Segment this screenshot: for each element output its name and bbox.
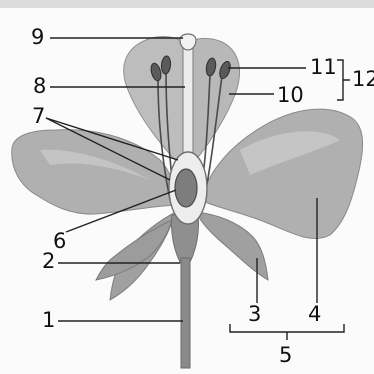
label-6: 6: [53, 231, 66, 252]
style: [183, 48, 193, 160]
label-9: 9: [31, 27, 44, 48]
label-12: 12: [352, 69, 374, 90]
label-8: 8: [33, 76, 46, 97]
label-4: 4: [308, 304, 321, 325]
label-5: 5: [279, 345, 292, 366]
top-border: [0, 0, 374, 8]
label-7: 7: [32, 106, 45, 127]
stem: [181, 258, 190, 368]
bracket-5: [230, 324, 344, 340]
label-11: 11: [310, 57, 337, 78]
bracket-12: [337, 60, 350, 100]
label-3: 3: [248, 304, 261, 325]
label-1: 1: [42, 310, 55, 331]
label-10: 10: [277, 85, 304, 106]
ovule: [175, 169, 197, 207]
label-2: 2: [42, 251, 55, 272]
stigma: [180, 34, 196, 50]
